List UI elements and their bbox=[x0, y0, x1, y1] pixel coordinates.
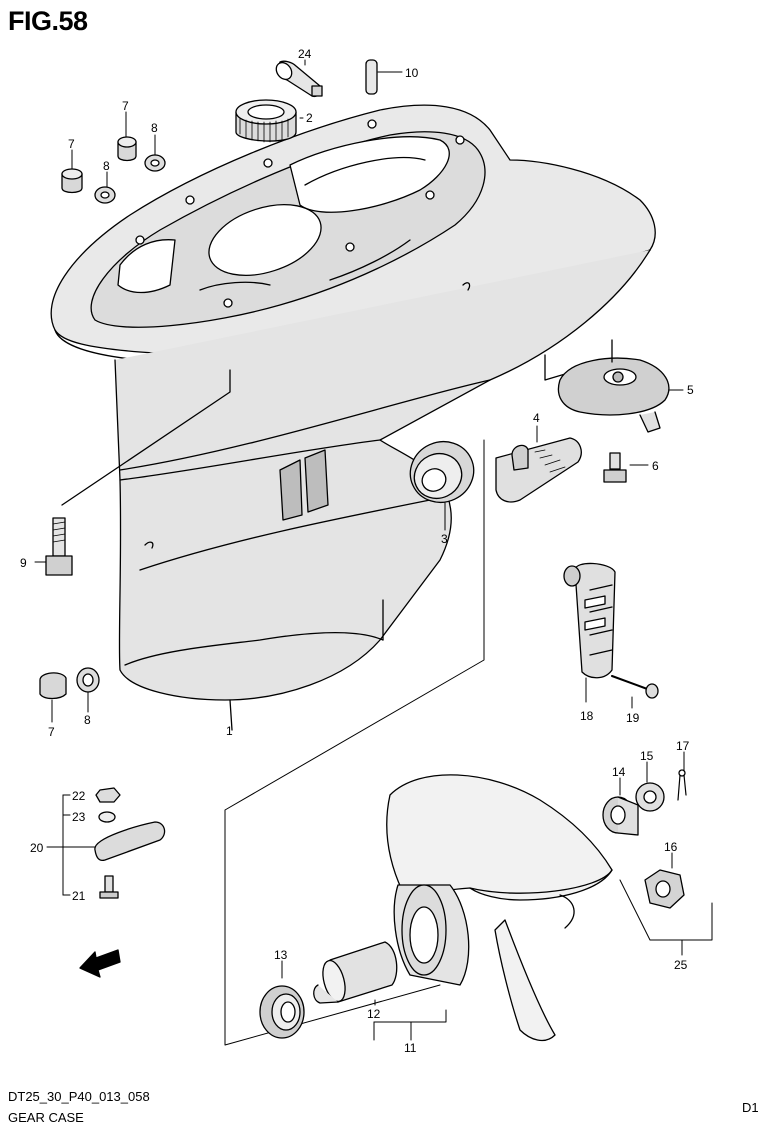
part-8-gasket-lower bbox=[76, 667, 100, 693]
callout-12: 12 bbox=[367, 1007, 381, 1021]
fwd-arrow-icon bbox=[79, 949, 121, 978]
part-7-plug-left bbox=[61, 168, 83, 194]
part-3-ball-bearing bbox=[409, 440, 475, 504]
part-4-speedometer-pickup bbox=[495, 437, 582, 503]
callout-20: 20 bbox=[30, 841, 44, 855]
part-22-nut bbox=[95, 787, 121, 803]
part-13-oil-seal bbox=[259, 985, 305, 1039]
part-14-spacer bbox=[602, 796, 639, 836]
callout-15: 15 bbox=[640, 749, 654, 763]
figure-title: FIG.58 bbox=[8, 6, 88, 36]
callout-7-upper: 7 bbox=[122, 99, 129, 113]
drawing-code: DT25_30_P40_013_058 bbox=[8, 1089, 150, 1104]
callout-7-lower: 7 bbox=[48, 725, 55, 739]
callout-8-lower: 8 bbox=[84, 713, 91, 727]
callout-9: 9 bbox=[20, 556, 27, 570]
callout-8-left: 8 bbox=[103, 159, 110, 173]
part-15-washer bbox=[635, 782, 665, 812]
part-20-anode-plate bbox=[94, 821, 166, 862]
part-2-needle-bearing bbox=[235, 99, 297, 143]
callout-13: 13 bbox=[274, 948, 288, 962]
callout-5: 5 bbox=[687, 383, 694, 397]
part-17-cotter-pin bbox=[677, 769, 687, 801]
callout-23: 23 bbox=[72, 810, 86, 824]
gear-case-housing bbox=[50, 104, 656, 731]
page-code: D1 bbox=[742, 1100, 759, 1115]
callout-3: 3 bbox=[441, 532, 448, 546]
part-5-anode-trim-tab bbox=[557, 339, 670, 433]
part-12-bushing bbox=[313, 941, 398, 1004]
callout-24: 24 bbox=[298, 47, 312, 61]
callout-labels: 24 10 2 7 8 7 8 5 4 6 3 9 7 8 1 18 19 14… bbox=[20, 47, 694, 1055]
callout-14: 14 bbox=[612, 765, 626, 779]
figure-caption: GEAR CASE bbox=[8, 1110, 84, 1125]
part-9-bolt bbox=[45, 517, 73, 576]
part-7-plug-upper bbox=[117, 136, 137, 162]
callout-16: 16 bbox=[664, 840, 678, 854]
callout-21: 21 bbox=[72, 889, 86, 903]
callout-10: 10 bbox=[405, 66, 419, 80]
part-18-water-inlet-cover bbox=[563, 562, 616, 679]
callout-7-left: 7 bbox=[68, 137, 75, 151]
callout-8-upper: 8 bbox=[151, 121, 158, 135]
callout-22: 22 bbox=[72, 789, 86, 803]
callout-6: 6 bbox=[652, 459, 659, 473]
part-23-washer bbox=[98, 811, 116, 823]
callout-4: 4 bbox=[533, 411, 540, 425]
part-8-gasket-upper bbox=[144, 154, 166, 172]
part-6-bolt bbox=[603, 452, 627, 483]
callout-19: 19 bbox=[626, 711, 640, 725]
callout-11: 11 bbox=[404, 1041, 417, 1055]
part-7-plug-lower bbox=[39, 672, 67, 700]
part-10-dowel-pin bbox=[365, 59, 378, 95]
part-16-castle-nut bbox=[644, 869, 685, 909]
callout-17: 17 bbox=[676, 739, 690, 753]
callout-25: 25 bbox=[674, 958, 688, 972]
part-8-gasket-left bbox=[94, 186, 116, 204]
callout-18: 18 bbox=[580, 709, 594, 723]
part-11-propeller bbox=[386, 774, 613, 1042]
callout-1: 1 bbox=[226, 724, 233, 738]
part-21-bolt bbox=[99, 875, 119, 899]
part-19-screw bbox=[611, 675, 659, 699]
part-24-plug bbox=[275, 60, 323, 98]
callout-2: 2 bbox=[306, 111, 313, 125]
